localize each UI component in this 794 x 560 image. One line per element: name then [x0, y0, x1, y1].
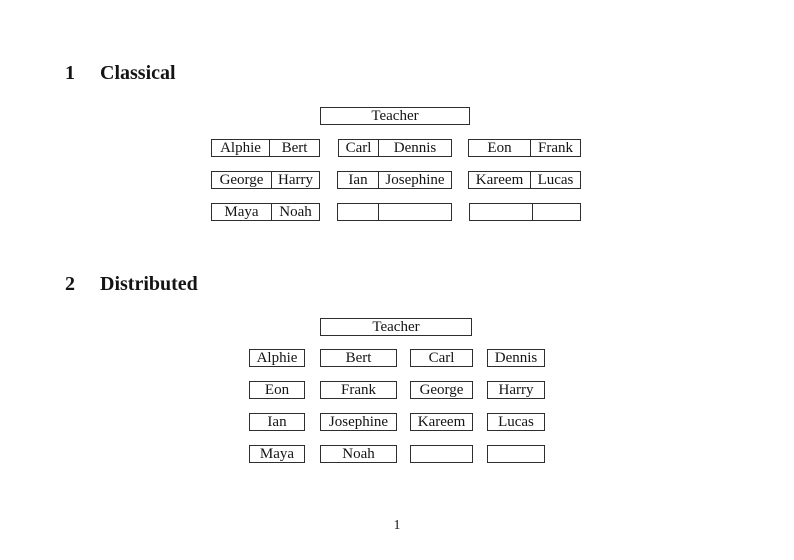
seat-cell: Josephine — [328, 413, 389, 430]
seat-cell: Alphie — [212, 140, 270, 156]
teacher-label: Teacher — [372, 318, 420, 335]
seat-cell: Maya — [259, 445, 295, 462]
teacher-label: Teacher — [371, 107, 419, 124]
distributed-desk: George — [410, 381, 473, 399]
classical-teacher-box: Teacher — [320, 107, 470, 125]
distributed-desk-empty — [487, 445, 545, 463]
seat-cell: Frank — [341, 381, 376, 398]
classical-desk-empty — [337, 203, 452, 221]
section-title: Classical — [100, 62, 176, 84]
classical-desk: Maya Noah — [211, 203, 320, 221]
seat-cell-empty — [379, 204, 451, 220]
seat-cell: Eon — [469, 140, 531, 156]
seat-cell: Harry — [498, 381, 534, 398]
classical-desk: Ian Josephine — [337, 171, 452, 189]
distributed-desk: Noah — [320, 445, 397, 463]
distributed-teacher-box: Teacher — [320, 318, 472, 336]
seat-cell: Noah — [342, 445, 375, 462]
seat-cell: Ian — [267, 413, 287, 430]
seat-cell: Dennis — [393, 140, 437, 156]
distributed-desk: Lucas — [487, 413, 545, 431]
classical-desk: Carl Dennis — [338, 139, 452, 157]
seat-cell-empty — [533, 204, 580, 220]
seat-cell: Carl — [339, 140, 379, 156]
seat-cell: Maya — [212, 204, 272, 220]
classical-desk: Eon Frank — [468, 139, 581, 157]
distributed-desk: Carl — [410, 349, 473, 367]
seat-cell: Bert — [281, 140, 308, 156]
distributed-desk: Eon — [249, 381, 305, 399]
distributed-desk: Ian — [249, 413, 305, 431]
seat-cell: Ian — [338, 172, 379, 188]
seat-cell: Carl — [428, 349, 455, 366]
seat-cell-empty — [470, 204, 533, 220]
distributed-desk: Bert — [320, 349, 397, 367]
classical-desk: George Harry — [211, 171, 320, 189]
classical-desk-empty — [469, 203, 581, 221]
distributed-desk: Kareem — [410, 413, 473, 431]
seat-cell: Frank — [538, 140, 573, 156]
seat-cell-empty — [338, 204, 379, 220]
seat-cell: Alphie — [256, 349, 298, 366]
section-heading-classical: 1 Classical — [65, 62, 176, 84]
distributed-desk: Josephine — [320, 413, 397, 431]
section-number: 2 — [65, 273, 75, 295]
seat-cell: George — [212, 172, 272, 188]
seat-cell: Kareem — [469, 172, 531, 188]
section-number: 1 — [65, 62, 75, 84]
distributed-desk: Harry — [487, 381, 545, 399]
distributed-desk: Alphie — [249, 349, 305, 367]
distributed-desk: Frank — [320, 381, 397, 399]
distributed-desk: Dennis — [487, 349, 545, 367]
page-number: 1 — [393, 518, 401, 533]
seat-cell: Noah — [279, 204, 312, 220]
classical-desk: Alphie Bert — [211, 139, 320, 157]
seat-cell: George — [419, 381, 464, 398]
seat-cell: Dennis — [494, 349, 538, 366]
section-title: Distributed — [100, 273, 198, 295]
seat-cell: Kareem — [417, 413, 466, 430]
seat-cell: Harry — [278, 172, 313, 188]
seat-cell: Eon — [264, 381, 290, 398]
classical-desk: Kareem Lucas — [468, 171, 581, 189]
section-heading-distributed: 2 Distributed — [65, 273, 198, 295]
seat-cell: Lucas — [537, 172, 574, 188]
seat-cell: Josephine — [385, 172, 445, 188]
seat-cell: Lucas — [498, 413, 534, 430]
seat-cell: Bert — [345, 349, 372, 366]
distributed-desk-empty — [410, 445, 473, 463]
distributed-desk: Maya — [249, 445, 305, 463]
